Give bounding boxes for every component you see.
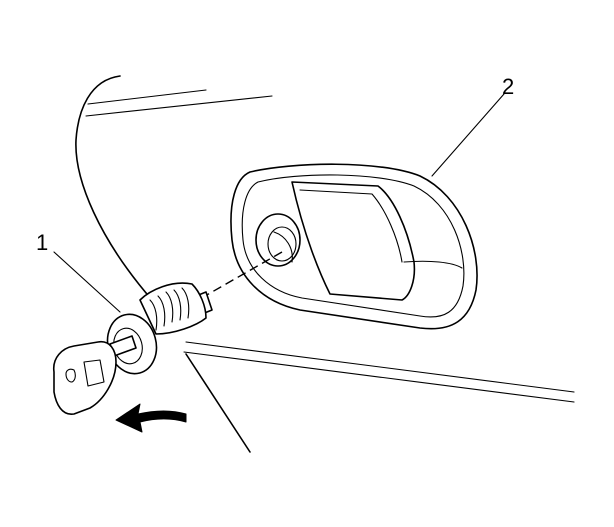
alignment-line [197, 251, 283, 301]
leader-line-1 [53, 251, 121, 313]
rotation-arrow [115, 403, 187, 433]
leader-line-2 [431, 93, 505, 177]
door-panel-outline [75, 75, 575, 453]
callout-2: 2 [502, 74, 514, 99]
door-handle-bezel [230, 163, 478, 330]
lock-cylinder-with-key [52, 282, 213, 415]
callout-1: 1 [36, 230, 48, 255]
